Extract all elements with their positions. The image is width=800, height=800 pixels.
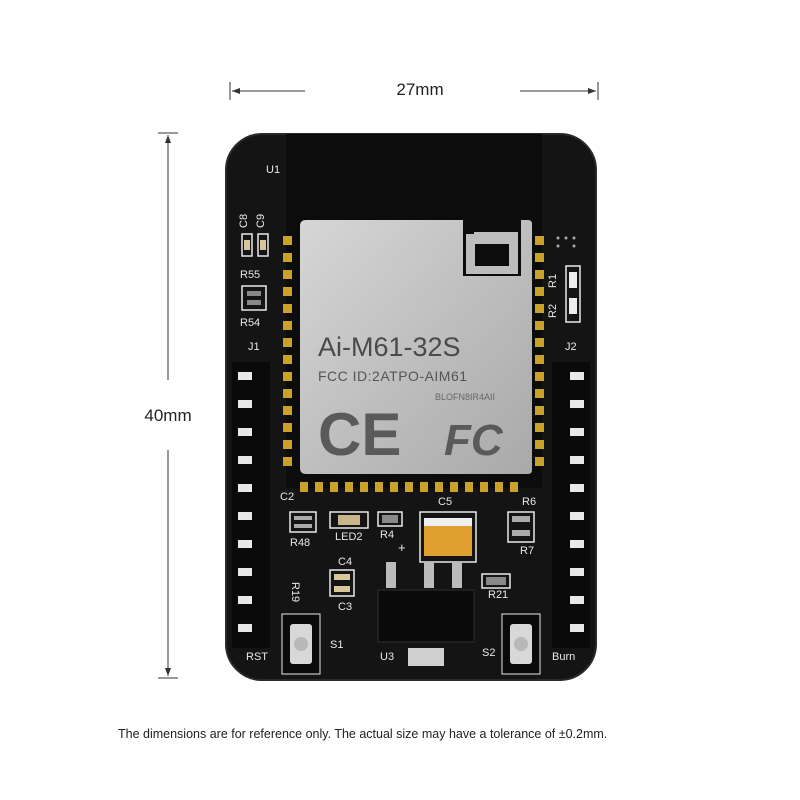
height-label: 40mm [144, 406, 192, 425]
smd-r6-r7 [507, 511, 535, 543]
smd-r21 [481, 573, 511, 589]
label-r21: R21 [488, 589, 508, 601]
smd-r48 [289, 511, 317, 533]
silkscreen-labels: U1 C8 C9 R55 R54 J1 J2 R1 R2 C2 C5 R6 R4… [238, 164, 577, 663]
label-s2: S2 [482, 647, 495, 659]
label-c2: C2 [280, 491, 294, 503]
module-bottom-pads [300, 482, 518, 492]
label-c9: C9 [255, 214, 267, 228]
module-fcc-id: FCC ID:2ATPO-AIM61 [318, 368, 468, 384]
label-r55: R55 [240, 269, 260, 281]
header-j2 [552, 362, 590, 648]
tantalum-c5 [419, 511, 477, 563]
label-r48: R48 [290, 537, 310, 549]
fcc-mark: FC [444, 416, 504, 465]
label-u1: U1 [266, 164, 280, 176]
rf-shield [300, 220, 532, 474]
smd-c8-c9 [241, 233, 269, 257]
label-j2: J2 [565, 341, 577, 353]
label-s1: S1 [330, 639, 343, 651]
height-bottom-arrow [165, 668, 171, 676]
burn-button-s2[interactable] [501, 613, 541, 675]
antenna-marking [463, 218, 521, 276]
label-r6: R6 [522, 496, 536, 508]
label-r7: R7 [520, 545, 534, 557]
label-r1: R1 [547, 274, 559, 288]
smd-r4 [377, 511, 403, 527]
label-plus: + [398, 540, 406, 555]
footnote: The dimensions are for reference only. T… [118, 727, 608, 741]
height-top-arrow [165, 135, 171, 143]
label-r54: R54 [240, 317, 260, 329]
module-right-pads [535, 236, 544, 466]
width-label: 27mm [396, 80, 444, 99]
label-r2: R2 [547, 304, 559, 318]
label-burn: Burn [552, 651, 575, 663]
label-c8: C8 [238, 214, 250, 228]
led2 [329, 511, 369, 529]
regulator-u3 [377, 562, 475, 666]
rst-button-s1[interactable] [281, 613, 321, 675]
label-r4: R4 [380, 529, 394, 541]
module-name: Ai-M61-32S [318, 332, 461, 362]
label-r19: R19 [289, 582, 301, 602]
smd-r54 [241, 285, 267, 311]
label-led2: LED2 [335, 531, 363, 543]
label-c3: C3 [338, 601, 352, 613]
label-c4: C4 [338, 556, 352, 568]
label-j1: J1 [248, 341, 260, 353]
smd-r1-r2 [565, 265, 581, 323]
smd-c4-c3 [329, 569, 355, 597]
module-part-code: BLOFN8IR4AII [435, 392, 495, 402]
label-u3: U3 [380, 651, 394, 663]
ce-mark: CE [318, 401, 401, 468]
width-left-arrow [232, 88, 240, 94]
label-c5: C5 [438, 496, 452, 508]
width-right-arrow [588, 88, 596, 94]
header-j1 [232, 362, 270, 648]
via-dots [556, 236, 576, 248]
module-left-pads [283, 236, 292, 466]
label-rst: RST [246, 651, 268, 663]
